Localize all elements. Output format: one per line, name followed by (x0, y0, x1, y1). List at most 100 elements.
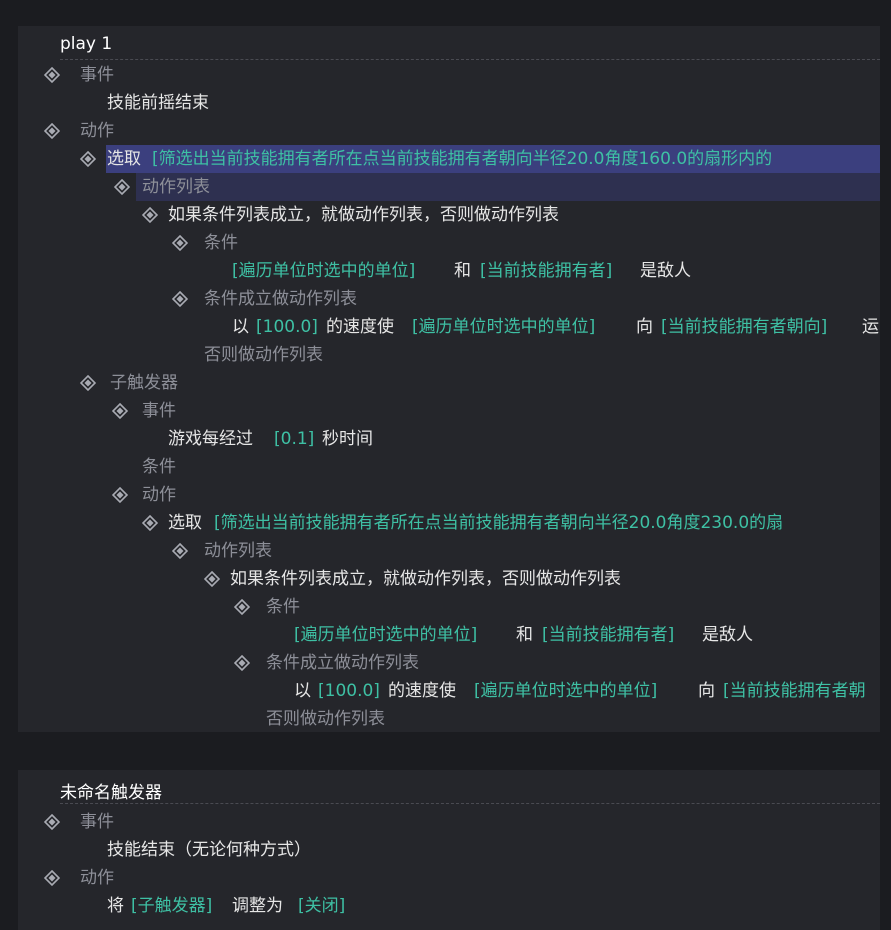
diamond-collapse-icon[interactable] (114, 179, 130, 195)
diamond-collapse-icon[interactable] (80, 151, 96, 167)
diamond-collapse-icon[interactable] (112, 403, 128, 419)
cond2-tail: 是敌人 (702, 625, 753, 645)
tree-row-sub-condition[interactable]: 条件 (18, 453, 880, 481)
tree-row-action[interactable]: 动作 (18, 864, 880, 892)
tree-row-then[interactable]: 条件成立做动作列表 (18, 285, 880, 313)
event-value: 技能结束（无论何种方式） (107, 840, 311, 860)
selection-band (136, 173, 880, 201)
tree-row-event[interactable]: 事件 (18, 61, 880, 89)
title-divider (60, 803, 880, 804)
then2-mid2: 向 (698, 681, 715, 701)
tree-row-select2[interactable]: 选取 [筛选出当前技能拥有者所在点当前技能拥有者朝向半径20.0角度230.0的… (18, 509, 880, 537)
tree-row-action-list[interactable]: 动作列表 (18, 173, 880, 201)
tree-row-then-expr[interactable]: 以 [100.0] 的速度使 [遍历单位时选中的单位] 向 [当前技能拥有者朝向… (18, 313, 880, 341)
diamond-collapse-icon[interactable] (172, 543, 188, 559)
subtrigger-label: 子触发器 (110, 373, 178, 393)
tree-row-if2[interactable]: 如果条件列表成立，就做动作列表，否则做动作列表 (18, 565, 880, 593)
select2-filter-param[interactable]: [筛选出当前技能拥有者所在点当前技能拥有者朝向半径20.0角度230.0的扇 (214, 513, 784, 533)
tree-row-condition[interactable]: 条件 (18, 229, 880, 257)
sub-event-label: 事件 (142, 401, 176, 421)
select-filter-param[interactable]: [筛选出当前技能拥有者所在点当前技能拥有者朝向半径20.0角度160.0的扇形内… (152, 149, 773, 169)
cond2-param-unit[interactable]: [遍历单位时选中的单位] (294, 625, 478, 645)
diamond-collapse-icon[interactable] (172, 291, 188, 307)
tree-row-subtrigger[interactable]: 子触发器 (18, 369, 880, 397)
then2-speed-param[interactable]: [100.0] (318, 681, 380, 701)
tree-row-else[interactable]: 否则做动作列表 (18, 341, 880, 369)
sub-event-tail: 秒时间 (322, 429, 373, 449)
tree-row-event-value[interactable]: 技能结束（无论何种方式） (18, 836, 880, 864)
tree-row-action-list2[interactable]: 动作列表 (18, 537, 880, 565)
diamond-collapse-icon[interactable] (234, 599, 250, 615)
diamond-collapse-icon[interactable] (112, 487, 128, 503)
event-label: 事件 (80, 65, 114, 85)
then-dir-param[interactable]: [当前技能拥有者朝向] (661, 317, 828, 337)
diamond-collapse-icon[interactable] (142, 515, 158, 531)
tree-row-condition-expr[interactable]: [遍历单位时选中的单位] 和 [当前技能拥有者] 是敌人 (18, 257, 880, 285)
then-mid2: 向 (636, 317, 653, 337)
cond2-param-owner[interactable]: [当前技能拥有者] (542, 625, 675, 645)
action-mid: 调整为 (232, 896, 283, 916)
action-target-param[interactable]: [子触发器] (131, 896, 213, 916)
then2-unit-param[interactable]: [遍历单位时选中的单位] (474, 681, 658, 701)
sub-condition-label: 条件 (142, 457, 176, 477)
diamond-collapse-icon[interactable] (204, 571, 220, 587)
selection-highlight (106, 145, 880, 173)
tree-row-select-selected[interactable]: 选取 [筛选出当前技能拥有者所在点当前技能拥有者朝向半径20.0角度160.0的… (18, 145, 880, 173)
sub-action-label: 动作 (142, 485, 176, 505)
diamond-collapse-icon[interactable] (234, 655, 250, 671)
action-list2-label: 动作列表 (204, 541, 272, 561)
cond2-and: 和 (516, 625, 533, 645)
then2-dir-param[interactable]: [当前技能拥有者朝 (723, 681, 866, 701)
else2-label: 否则做动作列表 (266, 709, 385, 729)
tree-row-action[interactable]: 动作 (18, 117, 880, 145)
then-label: 条件成立做动作列表 (204, 289, 357, 309)
sub-event-interval-param[interactable]: [0.1] (274, 429, 315, 449)
then2-mid1: 的速度使 (388, 681, 456, 701)
cond-and: 和 (454, 261, 471, 281)
diamond-collapse-icon[interactable] (172, 235, 188, 251)
tree-row-condition2-expr[interactable]: [遍历单位时选中的单位] 和 [当前技能拥有者] 是敌人 (18, 621, 880, 649)
then-unit-param[interactable]: [遍历单位时选中的单位] (412, 317, 596, 337)
tree-row-then2-expr[interactable]: 以 [100.0] 的速度使 [遍历单位时选中的单位] 向 [当前技能拥有者朝 (18, 677, 880, 705)
cond-tail: 是敌人 (640, 261, 691, 281)
diamond-collapse-icon[interactable] (44, 814, 60, 830)
if-statement: 如果条件列表成立，就做动作列表，否则做动作列表 (168, 205, 559, 225)
tree-row-sub-event-expr[interactable]: 游戏每经过 [0.1] 秒时间 (18, 425, 880, 453)
action-value-param[interactable]: [关闭] (298, 896, 346, 916)
action-label: 动作 (80, 121, 114, 141)
tree-row-if[interactable]: 如果条件列表成立，就做动作列表，否则做动作列表 (18, 201, 880, 229)
cond-param-unit[interactable]: [遍历单位时选中的单位] (232, 261, 416, 281)
diamond-collapse-icon[interactable] (44, 123, 60, 139)
then-speed-param[interactable]: [100.0] (256, 317, 318, 337)
select2-keyword: 选取 (168, 513, 202, 533)
event-value: 技能前摇结束 (107, 93, 209, 113)
event-label: 事件 (80, 812, 114, 832)
tree-row-condition2[interactable]: 条件 (18, 593, 880, 621)
tree-row-sub-event[interactable]: 事件 (18, 397, 880, 425)
tree-row-event[interactable]: 事件 (18, 808, 880, 836)
tree-row-event-value[interactable]: 技能前摇结束 (18, 89, 880, 117)
trigger-panel-unnamed: 未命名触发器 事件 技能结束（无论何种方式） 动作 将 [子触发器] 调整为 [… (18, 770, 880, 930)
condition2-label: 条件 (266, 597, 300, 617)
diamond-collapse-icon[interactable] (44, 67, 60, 83)
select-keyword: 选取 (107, 149, 141, 169)
sub-event-pre: 游戏每经过 (168, 429, 253, 449)
cond-param-owner[interactable]: [当前技能拥有者] (480, 261, 613, 281)
trigger-panel-play1: play 1 事件 技能前摇结束 动作 选取 [筛选出当前技能拥有者所在点当前技… (18, 26, 880, 732)
title-divider (60, 59, 880, 60)
trigger-title[interactable]: 未命名触发器 (60, 783, 162, 803)
then2-pre: 以 (294, 681, 311, 701)
tree-row-then2[interactable]: 条件成立做动作列表 (18, 649, 880, 677)
tree-row-else2[interactable]: 否则做动作列表 (18, 705, 880, 733)
action-pre: 将 (107, 896, 124, 916)
then-pre: 以 (232, 317, 249, 337)
diamond-collapse-icon[interactable] (80, 375, 96, 391)
action-label: 动作 (80, 868, 114, 888)
trigger-title[interactable]: play 1 (60, 34, 113, 54)
diamond-collapse-icon[interactable] (44, 870, 60, 886)
then-mid1: 的速度使 (326, 317, 394, 337)
tree-row-sub-action[interactable]: 动作 (18, 481, 880, 509)
diamond-collapse-icon[interactable] (142, 207, 158, 223)
tree-row-action-expr[interactable]: 将 [子触发器] 调整为 [关闭] (18, 892, 880, 920)
then2-label: 条件成立做动作列表 (266, 653, 419, 673)
